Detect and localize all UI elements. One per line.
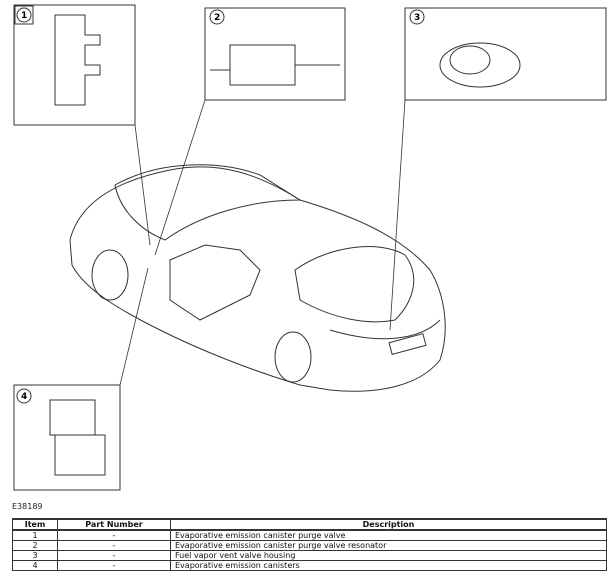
table-row: 1 - Evaporative emission canister purge … [12, 529, 607, 541]
table-header: Item Part Number Description [12, 518, 607, 531]
callout-3: 3 [414, 13, 420, 23]
table-row: 4 - Evaporative emission canisters [12, 560, 607, 571]
description-cell: Evaporative emission canisters [170, 560, 607, 571]
table-row: 2 - Evaporative emission canister purge … [12, 540, 607, 551]
header-item: Item [12, 518, 58, 531]
component-location-diagram: 1 2 3 4 [13, 4, 607, 491]
part-cell: - [57, 560, 171, 571]
header-part-number: Part Number [57, 518, 171, 531]
parts-table: Item Part Number Description 1 - Evapora… [12, 518, 607, 571]
leader-lines [119, 99, 406, 386]
part-cell: - [57, 529, 171, 541]
part-cell: - [57, 540, 171, 551]
table-row: 3 - Fuel vapor vent valve housing [12, 550, 607, 561]
callout-1: 1 [21, 11, 27, 21]
description-cell: Fuel vapor vent valve housing [170, 550, 607, 561]
item-cell: 4 [12, 560, 58, 571]
callout-box-2: 2 [204, 7, 346, 101]
item-cell: 1 [12, 529, 58, 541]
callout-box-4: 4 [13, 384, 121, 491]
callout-box-3: 3 [404, 7, 607, 101]
callout-box-1: 1 [13, 4, 136, 126]
description-cell: Evaporative emission canister purge valv… [170, 529, 607, 541]
figure-id: E38189 [12, 502, 43, 511]
car-illustration [69, 164, 446, 392]
part-cell: - [57, 550, 171, 561]
header-description: Description [170, 518, 607, 531]
callout-4: 4 [21, 392, 27, 402]
description-cell: Evaporative emission canister purge valv… [170, 540, 607, 551]
item-cell: 2 [12, 540, 58, 551]
callout-2: 2 [214, 13, 220, 23]
item-cell: 3 [12, 550, 58, 561]
